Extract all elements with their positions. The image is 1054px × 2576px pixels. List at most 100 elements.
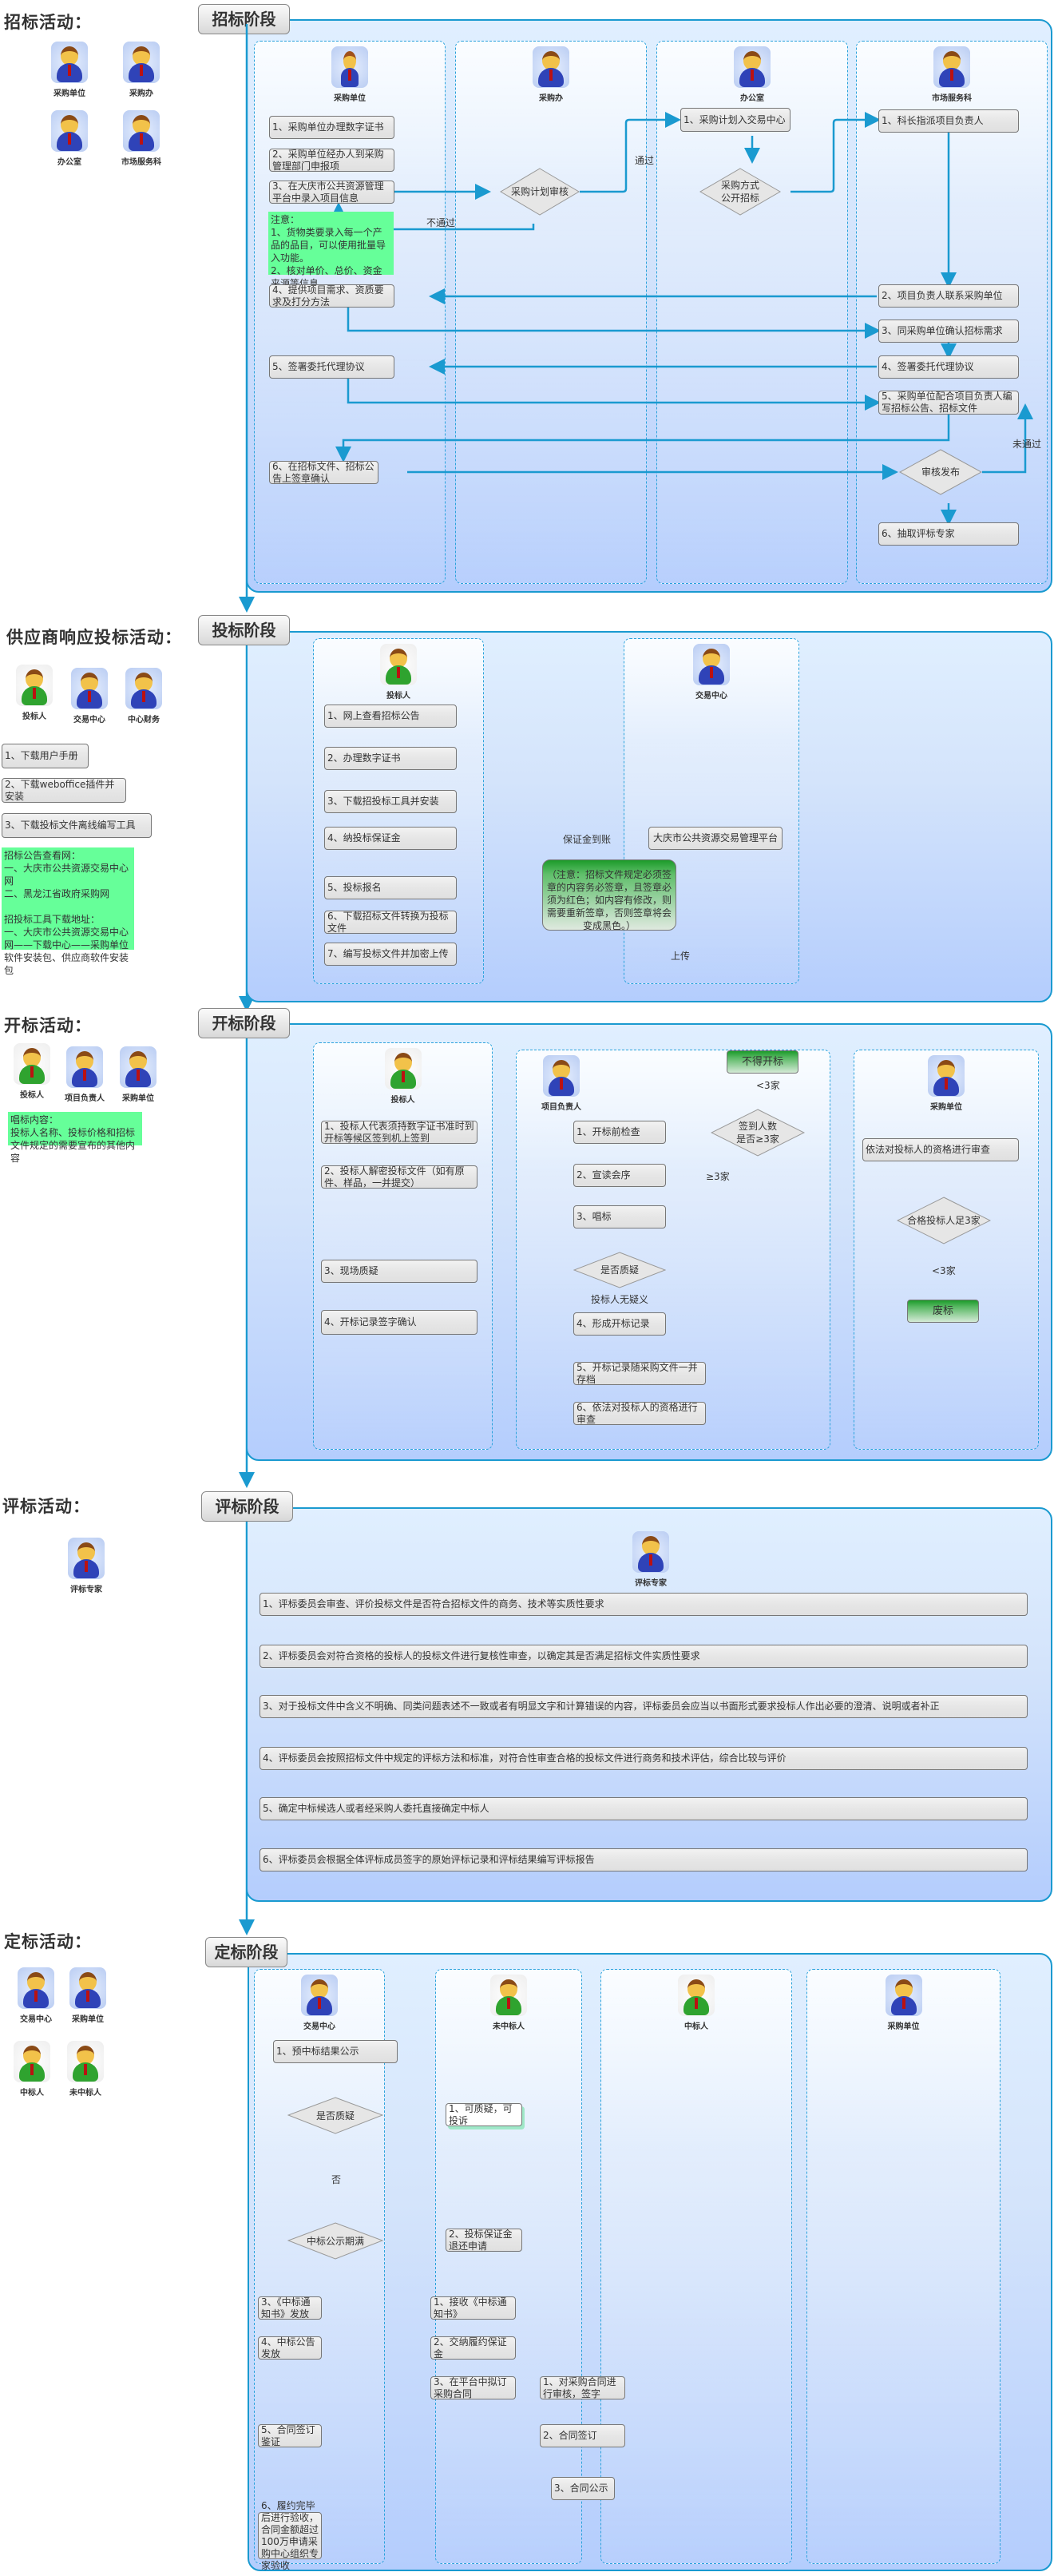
- zhaobiao-market-step-5[interactable]: 5、采购单位配合项目负责人编写招标公告、招标文件: [878, 391, 1019, 415]
- dingbiao-loser-step-2[interactable]: 2、投标保证金退还申请: [446, 2229, 522, 2252]
- toubiao-step-7[interactable]: 7、编写投标文件并加密上传: [324, 943, 457, 966]
- kaibiao-bidder-step-1[interactable]: 1、投标人代表须持数字证书准时到开标等候区签到机上签到: [321, 1121, 477, 1144]
- pingbiao-step-3[interactable]: 3、对于投标文件中含义不明确、同类问题表述不一致或者有明显文字和计算错误的内容，…: [260, 1695, 1028, 1718]
- person-icon: [16, 665, 53, 706]
- zhaobiao-unit-step-4[interactable]: 4、提供项目需求、资质要求及打分方法: [269, 284, 394, 308]
- zhaobiao-note: 注意： 1、货物类要录入每一个产品的品目，可以使用批量导入功能。 2、核对单价、…: [268, 212, 394, 289]
- dingbiao-center-step-5[interactable]: 5、合同签订鉴证: [258, 2424, 322, 2447]
- person-icon: [933, 46, 970, 88]
- zhaobiao-stage-tab[interactable]: 招标阶段: [198, 4, 290, 34]
- kaibiao-unit-review[interactable]: 依法对投标人的资格进行审查: [862, 1138, 1019, 1161]
- person-icon: [693, 644, 730, 685]
- person-icon: [490, 1975, 527, 2016]
- toubiao-step-1[interactable]: 1、网上查看招标公告: [324, 705, 457, 728]
- decision-method[interactable]: 采购方式 公开招标: [699, 168, 781, 216]
- lane-purchase-unit: 采购单位: [806, 1969, 1001, 2564]
- kaibiao-pm-step-1[interactable]: 1、开标前检查: [573, 1121, 666, 1144]
- dingbiao-unit-step-2[interactable]: 2、合同签订: [540, 2424, 625, 2447]
- role-bidder: 投标人: [4, 1043, 60, 1100]
- zhaobiao-unit-step-6[interactable]: 6、在招标文件、招标公告上签章确认: [269, 461, 378, 484]
- pingbiao-step-4[interactable]: 4、评标委员会按照招标文件中规定的评标方法和标准，对符合性审查合格的投标文件进行…: [260, 1747, 1028, 1770]
- zhaobiao-unit-step-3[interactable]: 3、在大庆市公共资源管理平台中录入项目信息: [269, 181, 394, 204]
- decision-objection[interactable]: 是否质疑: [573, 1252, 666, 1288]
- kaibiao-pm-step-6[interactable]: 6、依法对投标人的资格进行审查: [573, 1402, 706, 1425]
- person-icon: [68, 1538, 105, 1579]
- person-icon: [51, 110, 88, 152]
- dingbiao-center-step-4[interactable]: 4、中标公告发放: [258, 2336, 322, 2360]
- pingbiao-step-5[interactable]: 5、确定中标候选人或者经采购人委托直接确定中标人: [260, 1797, 1028, 1820]
- zhaobiao-market-step-1[interactable]: 1、科长指派项目负责人: [878, 109, 1019, 133]
- role-loser: 未中标人: [57, 2041, 113, 2098]
- person-icon: [928, 1055, 965, 1097]
- role-project-manager: 项目负责人: [57, 1046, 113, 1103]
- download-weboffice[interactable]: 2、下载weboffice插件并安装: [2, 778, 126, 803]
- role-trade-center: 交易中心: [61, 668, 117, 724]
- lane-trade-center: 交易中心: [254, 1969, 385, 2564]
- zhaobiao-unit-step-2[interactable]: 2、采购单位经办人到采购管理部门申报项: [269, 149, 394, 172]
- person-icon: [123, 110, 160, 152]
- zhaobiao-bgs-step-1[interactable]: 1、采购计划入交易中心: [680, 108, 790, 132]
- person-icon: [885, 1975, 922, 2016]
- kaibiao-bidder-step-3[interactable]: 3、现场质疑: [321, 1260, 477, 1283]
- kaibiao-pm-step-2[interactable]: 2、宣读会序: [573, 1164, 666, 1187]
- label-upload: 上传: [671, 951, 691, 962]
- zhaobiao-market-step-6[interactable]: 6、抽取评标专家: [878, 522, 1019, 546]
- kaibiao-pm-step-3[interactable]: 3、唱标: [573, 1205, 666, 1228]
- no-opening-result: 不得开标: [727, 1050, 798, 1074]
- dingbiao-stage-tab[interactable]: 定标阶段: [205, 1937, 287, 1967]
- dingbiao-side-title: 定标活动：: [4, 1932, 92, 1951]
- pingbiao-step-1[interactable]: 1、评标委员会审查、评价投标文件是否符合招标文件的商务、技术等实质性要求: [260, 1593, 1028, 1616]
- dingbiao-unit-step-1[interactable]: 1、对采购合同进行审核，签字: [540, 2376, 625, 2399]
- toubiao-step-5[interactable]: 5、投标报名: [324, 876, 457, 899]
- dingbiao-winner-step-1[interactable]: 1、接收《中标通知书》: [430, 2296, 516, 2320]
- kaibiao-bidder-step-2[interactable]: 2、投标人解密投标文件（如有原件、样品，一并提交）: [321, 1165, 477, 1189]
- kaibiao-pm-step-5[interactable]: 5、开标记录随采购文件一并存档: [573, 1362, 706, 1385]
- lane-purchase-office: 采购办: [455, 41, 647, 584]
- toubiao-step-6[interactable]: 6、下载招标文件转换为投标文件: [324, 911, 457, 934]
- pingbiao-step-2[interactable]: 2、评标委员会对符合资格的投标人的投标文件进行复核性审查，以确定其是否满足招标文…: [260, 1645, 1028, 1668]
- role-purchase-unit: 采购单位: [110, 1046, 166, 1103]
- dingbiao-center-step-1[interactable]: 1、预中标结果公示: [273, 2040, 398, 2063]
- kaibiao-side-title: 开标活动：: [4, 1016, 92, 1035]
- label-ge3: ≥3家: [706, 1171, 730, 1182]
- download-manual[interactable]: 1、下载用户手册: [2, 744, 89, 768]
- trading-platform[interactable]: 大庆市公共资源交易管理平台: [648, 827, 783, 850]
- toubiao-note: 招标公告查看网： 一、大庆市公共资源交易中心网 二、黑龙江省政府采购网 招投标工…: [2, 847, 134, 976]
- kaibiao-bidder-step-4[interactable]: 4、开标记录签字确认: [321, 1310, 477, 1335]
- decision-publish-review[interactable]: 审核发布: [899, 449, 982, 495]
- lane-bidder: 投标人: [313, 1042, 493, 1450]
- person-icon: [120, 1046, 157, 1088]
- dingbiao-loser-step-1[interactable]: 1、可质疑，可投诉: [446, 2103, 522, 2126]
- person-icon: [533, 46, 569, 88]
- toubiao-step-2[interactable]: 2、办理数字证书: [324, 747, 457, 770]
- role-purchase-office: 采购办: [113, 42, 169, 98]
- zhaobiao-unit-step-5[interactable]: 5、签署委托代理协议: [269, 355, 394, 379]
- decision-plan-review[interactable]: 采购计划审核: [500, 168, 580, 216]
- kaibiao-stage-tab[interactable]: 开标阶段: [198, 1008, 290, 1038]
- dingbiao-winner-step-3[interactable]: 3、在平台中拟订采购合同: [430, 2376, 516, 2399]
- zhaobiao-market-step-4[interactable]: 4、签署委托代理协议: [878, 355, 1019, 379]
- decision-signin-count[interactable]: 签到人数 是否≥3家: [711, 1109, 805, 1157]
- person-icon: [543, 1055, 580, 1097]
- person-icon: [123, 42, 160, 83]
- pingbiao-step-6[interactable]: 6、评标委员会根据全体评标成员签字的原始评标记录和评标结果编写评标报告: [260, 1848, 1028, 1871]
- toubiao-stage-tab[interactable]: 投标阶段: [198, 615, 290, 645]
- dingbiao-unit-step-3[interactable]: 3、合同公示: [551, 2477, 615, 2500]
- decision-publicity-expire[interactable]: 中标公示期满: [287, 2222, 383, 2260]
- pingbiao-stage-tab[interactable]: 评标阶段: [201, 1491, 293, 1522]
- kaibiao-pm-step-4[interactable]: 4、形成开标记录: [573, 1312, 666, 1336]
- void-bid-result: 废标: [907, 1300, 979, 1323]
- download-offline-tool[interactable]: 3、下载投标文件离线编写工具: [2, 813, 152, 838]
- dingbiao-center-step-6[interactable]: 6、履约完毕后进行验收，合同金额超过100万申请采购中心组织专家验收: [258, 2500, 322, 2571]
- decision-objection[interactable]: 是否质疑: [287, 2097, 383, 2134]
- zhaobiao-market-step-3[interactable]: 3、同采购单位确认招标需求: [878, 320, 1019, 343]
- role-expert: 评标专家: [58, 1538, 114, 1594]
- zhaobiao-market-step-2[interactable]: 2、项目负责人联系采购单位: [878, 284, 1019, 308]
- toubiao-step-3[interactable]: 3、下载招投标工具并安装: [324, 790, 457, 813]
- dingbiao-center-step-3[interactable]: 3、《中标通知书》发放: [258, 2296, 322, 2320]
- zhaobiao-unit-step-1[interactable]: 1、采购单位办理数字证书: [269, 116, 394, 139]
- dingbiao-winner-step-2[interactable]: 2、交纳履约保证金: [430, 2336, 516, 2360]
- label-fail: 不通过: [426, 217, 456, 228]
- toubiao-step-4[interactable]: 4、纳投标保证金: [324, 827, 457, 850]
- decision-qualified-count[interactable]: 合格投标人足3家: [897, 1197, 991, 1244]
